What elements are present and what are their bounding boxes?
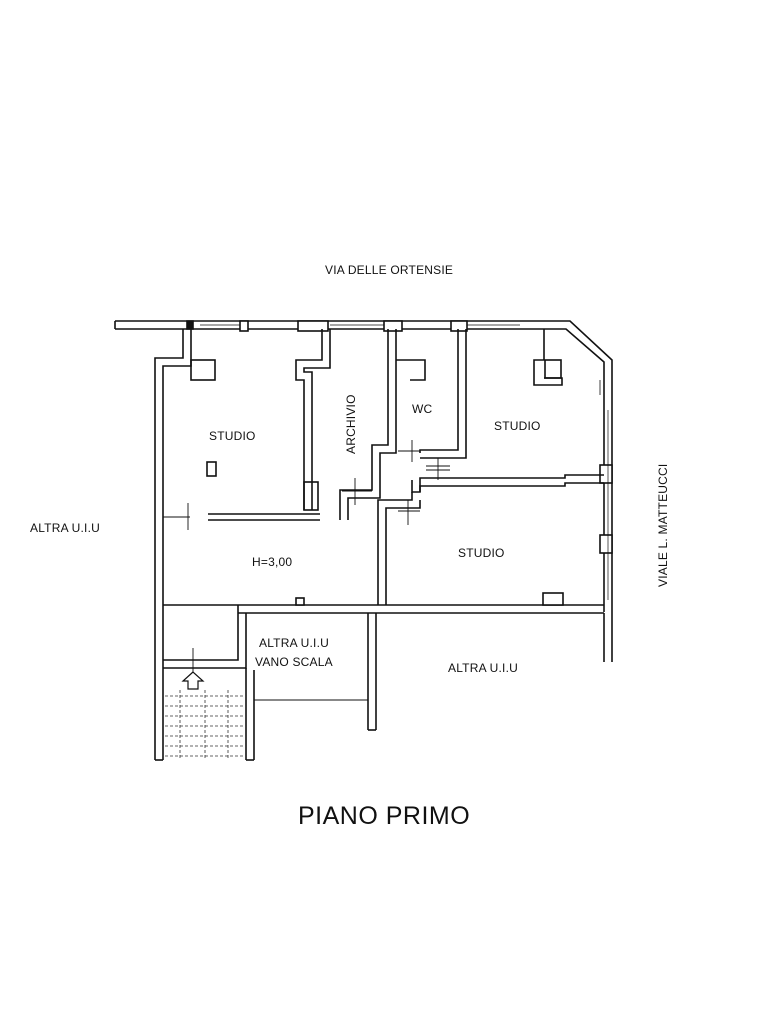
street-east-label: VIALE L. MATTEUCCI [656, 463, 670, 587]
north-facade-wall [114, 320, 522, 332]
room-label-studio-3: STUDIO [458, 546, 505, 560]
room-label-studio-1: STUDIO [209, 429, 256, 443]
street-north-label: VIA DELLE ORTENSIE [325, 263, 454, 277]
partition-corridor-studio3 [377, 492, 421, 605]
neighbor-west-label: ALTRA U.I.U [30, 521, 100, 535]
neighbor-stair-label: ALTRA U.I.U [259, 636, 329, 650]
column-studio2 [533, 329, 563, 386]
partition-wc-studio2 [398, 329, 467, 480]
west-wall [154, 329, 192, 761]
corridor-wall-north [163, 503, 320, 530]
staircase [165, 690, 245, 758]
east-facade-wall [599, 405, 613, 662]
stair-hall-label: VANO SCALA [255, 655, 333, 669]
ceiling-height-label: H=3,00 [252, 555, 293, 569]
floor-title: PIANO PRIMO [298, 802, 471, 830]
partition-studio2-studio3 [411, 474, 604, 493]
partition-archivio-wc [339, 329, 426, 520]
room-label-wc: WC [412, 402, 433, 416]
south-wall [163, 592, 604, 672]
corner-wall [522, 320, 613, 405]
stair-hall-walls [245, 613, 377, 761]
partition-studio1-archivio [190, 329, 331, 511]
neighbor-south-label: ALTRA U.I.U [448, 661, 518, 675]
room-label-archivio: ARCHIVIO [344, 394, 358, 454]
room-label-studio-2: STUDIO [494, 419, 541, 433]
entrance-arrow-icon [181, 671, 205, 690]
